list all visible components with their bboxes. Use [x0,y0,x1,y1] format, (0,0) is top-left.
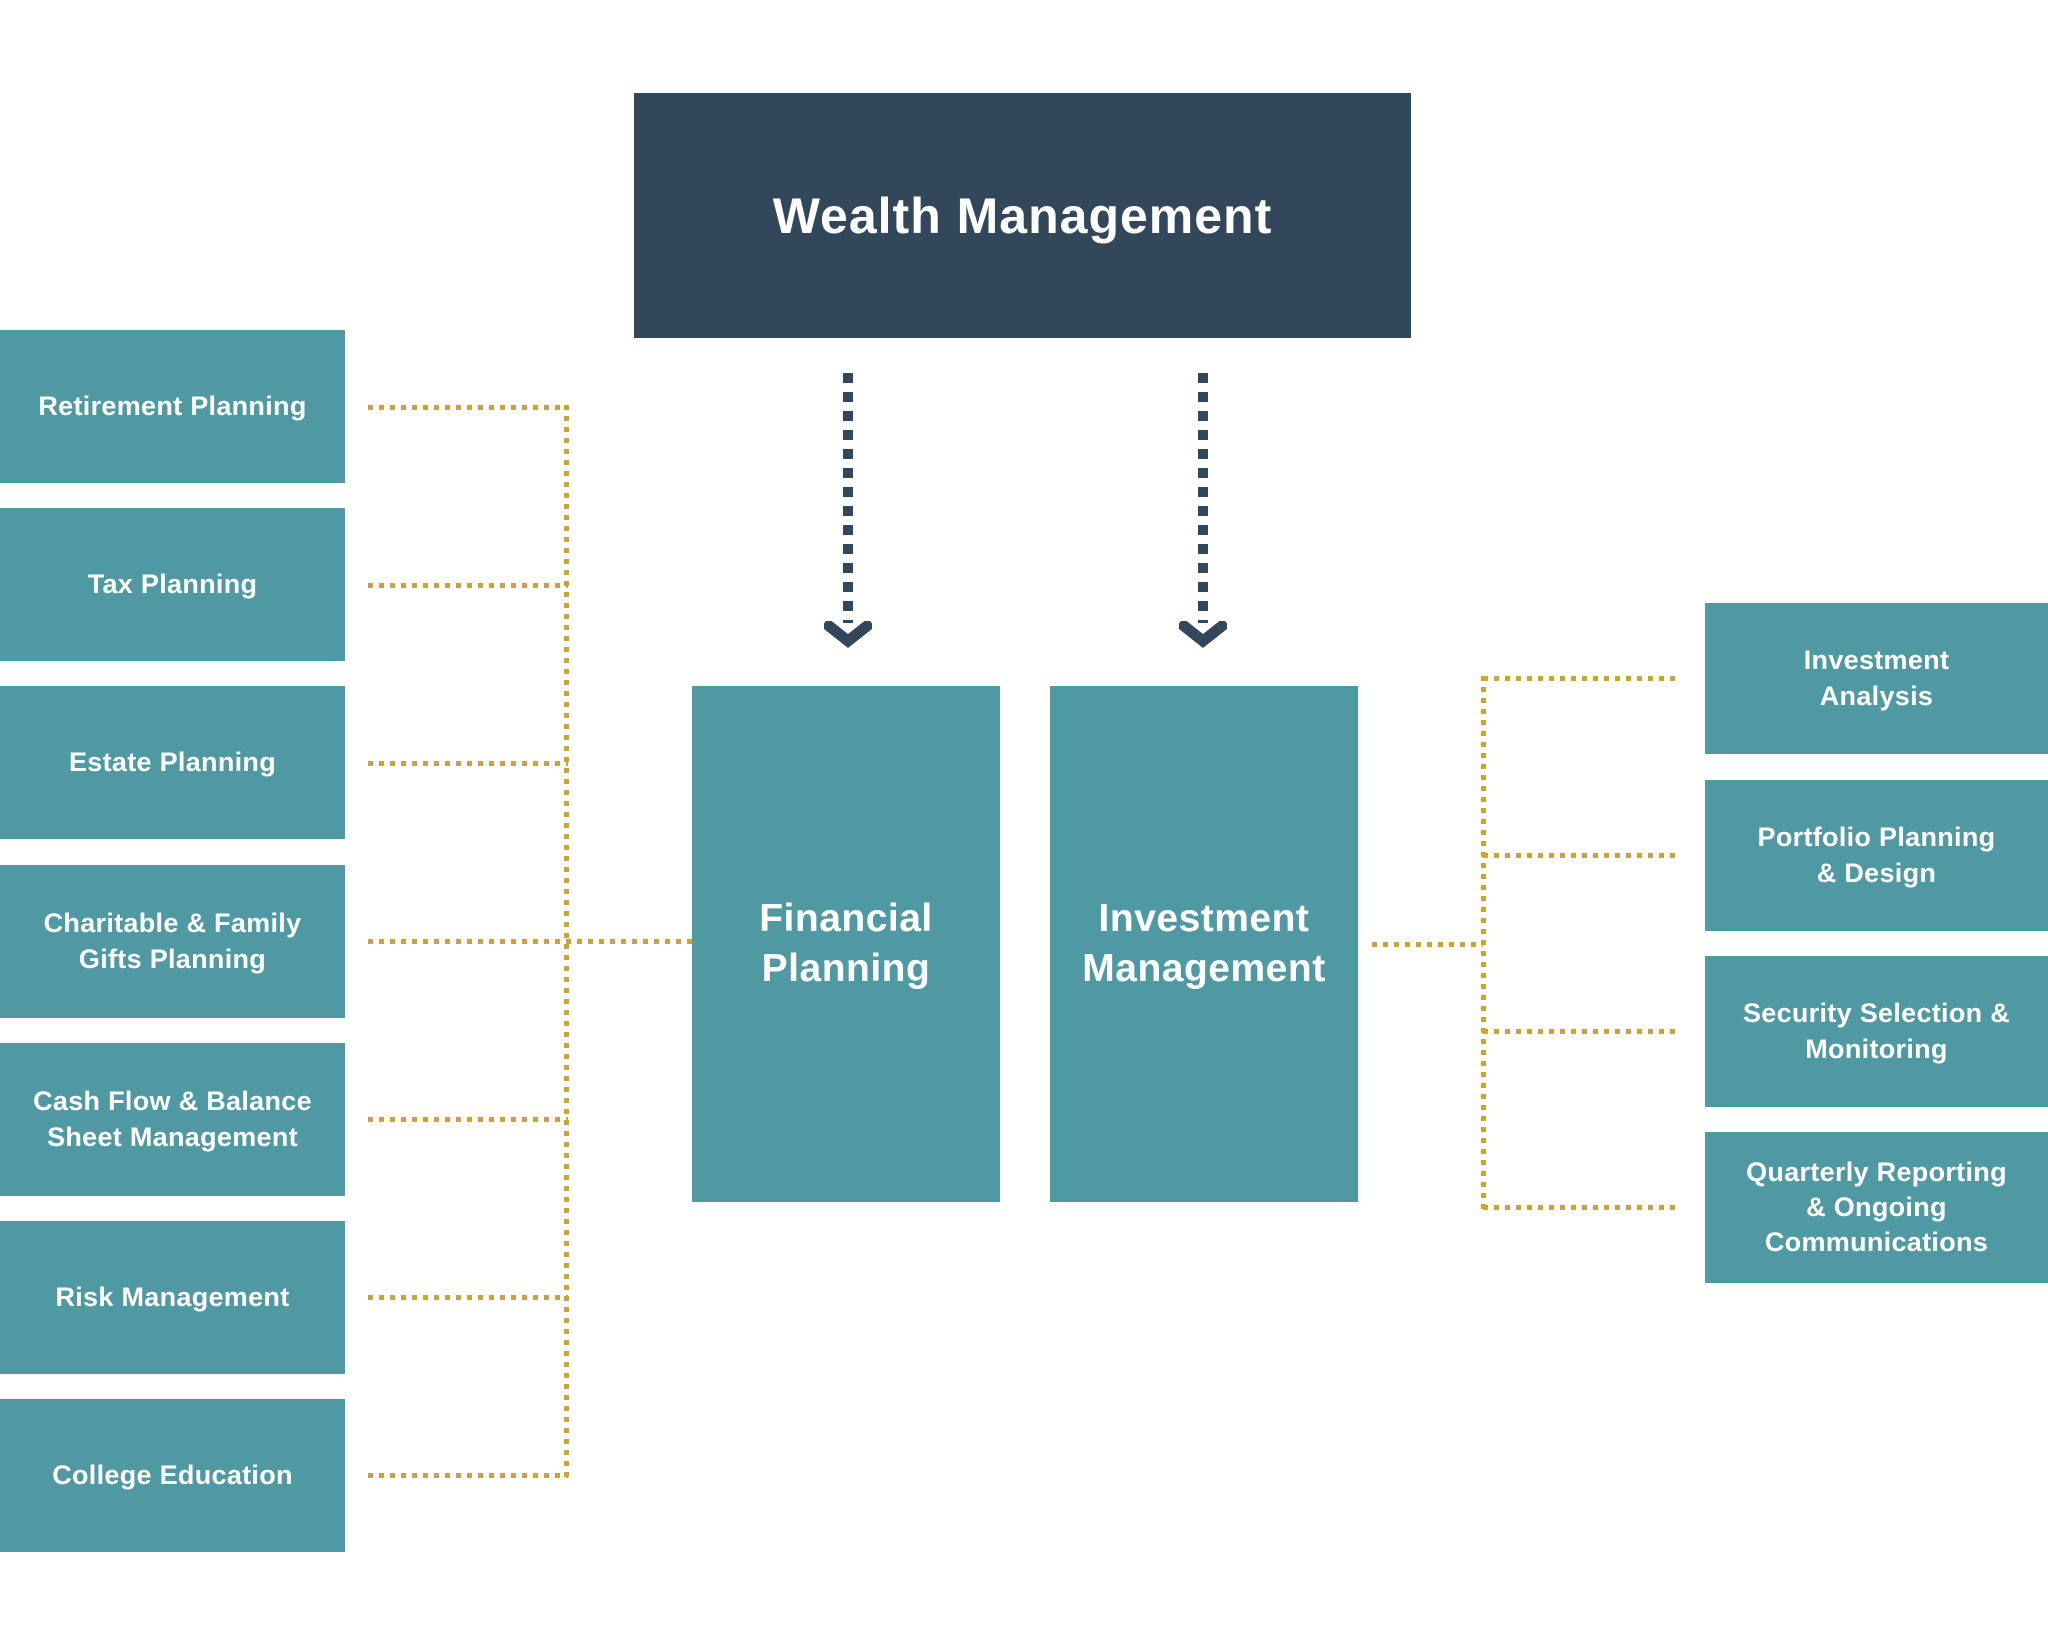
node-estate-planning: Estate Planning [0,686,345,839]
node-security-selection-monitoring-label: Security Selection & Monitoring [1742,998,2011,1064]
node-college-education: College Education [0,1399,345,1552]
connector-security-selection [1483,1029,1680,1034]
node-charitable-family-gifts-planning: Charitable & Family Gifts Planning [0,865,345,1018]
arrow-shaft [843,373,853,623]
connector-investment-management-to-right [1372,942,1483,947]
node-investment-management: Investment Management [1050,686,1358,1202]
connector-retirement-planning [368,405,568,410]
arrow-down-icon [1179,621,1227,649]
node-portfolio-planning-design: Portfolio Planning & Design [1705,780,2048,931]
node-quarterly-reporting-communications: Quarterly Reporting & Ongoing Communicat… [1705,1132,2048,1283]
arrow-shaft [1198,373,1208,623]
node-portfolio-planning-design-label: Portfolio Planning & Design [1757,822,1996,888]
node-cash-flow-balance-sheet-management: Cash Flow & Balance Sheet Management [0,1043,345,1196]
node-investment-analysis-label: Investment Analysis [1803,645,1950,711]
node-security-selection-monitoring: Security Selection & Monitoring [1705,956,2048,1107]
connector-charitable-to-financial-planning [368,939,692,944]
node-quarterly-reporting-communications-label: Quarterly Reporting & Ongoing Communicat… [1746,1156,2007,1258]
node-financial-planning-label: Financial Planning [759,897,933,990]
node-risk-management-label: Risk Management [55,1281,290,1312]
connector-right-vertical [1481,676,1486,1210]
node-wealth-management: Wealth Management [634,93,1411,338]
connector-quarterly-reporting [1483,1205,1680,1210]
node-charitable-family-gifts-planning-label: Charitable & Family Gifts Planning [43,908,302,974]
node-retirement-planning-label: Retirement Planning [38,390,307,421]
arrow-down-icon [824,621,872,649]
node-investment-management-label: Investment Management [1082,897,1326,990]
connector-college-education [368,1473,568,1478]
arrow-to-financial-planning [824,373,872,649]
node-cash-flow-balance-sheet-management-label: Cash Flow & Balance Sheet Management [33,1086,312,1152]
node-estate-planning-label: Estate Planning [68,746,277,777]
node-tax-planning: Tax Planning [0,508,345,661]
connector-estate-planning [368,761,568,766]
node-wealth-management-label: Wealth Management [772,187,1273,244]
node-financial-planning: Financial Planning [692,686,1000,1202]
node-retirement-planning: Retirement Planning [0,330,345,483]
connector-portfolio-planning [1483,853,1680,858]
arrow-to-investment-management [1179,373,1227,649]
connector-left-vertical [564,405,569,1478]
connector-investment-analysis [1483,676,1680,681]
connector-tax-planning [368,583,568,588]
node-college-education-label: College Education [52,1459,293,1490]
node-tax-planning-label: Tax Planning [87,568,258,599]
connector-risk-management [368,1295,568,1300]
node-risk-management: Risk Management [0,1221,345,1374]
node-investment-analysis: Investment Analysis [1705,603,2048,754]
connector-cash-flow [368,1117,568,1122]
